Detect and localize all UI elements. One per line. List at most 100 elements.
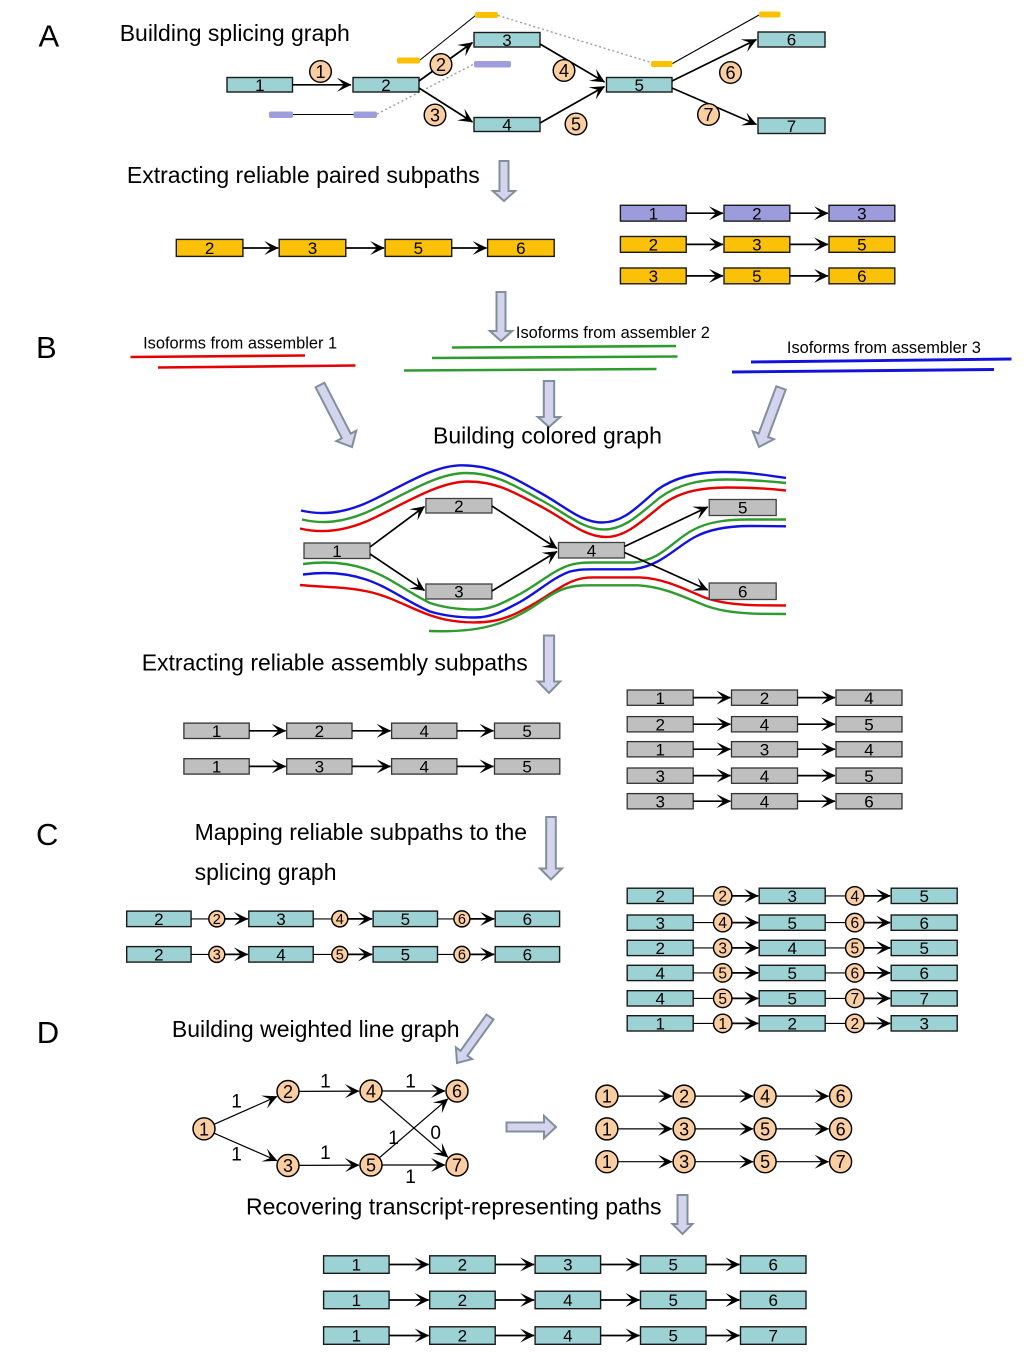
svg-text:5: 5 (752, 267, 761, 286)
svg-text:6: 6 (523, 910, 532, 929)
svg-text:Building weighted line graph: Building weighted line graph (172, 1016, 460, 1042)
svg-text:1: 1 (352, 1256, 361, 1275)
svg-text:1: 1 (255, 76, 264, 95)
svg-text:4: 4 (787, 939, 796, 958)
svg-text:1: 1 (718, 1016, 727, 1033)
svg-text:5: 5 (634, 76, 643, 95)
svg-text:3: 3 (454, 583, 463, 602)
svg-text:5: 5 (522, 722, 531, 741)
svg-text:7: 7 (836, 1152, 846, 1172)
svg-text:5: 5 (668, 1291, 677, 1310)
svg-text:6: 6 (458, 912, 466, 928)
svg-text:7: 7 (452, 1156, 462, 1176)
svg-text:3: 3 (315, 758, 324, 777)
svg-text:5: 5 (668, 1327, 677, 1346)
svg-text:6: 6 (516, 239, 525, 258)
svg-text:6: 6 (857, 267, 866, 286)
svg-text:1: 1 (332, 542, 341, 561)
svg-text:4: 4 (864, 689, 873, 708)
svg-text:1: 1 (352, 1291, 361, 1310)
svg-text:5: 5 (760, 1152, 770, 1172)
svg-text:Isoforms from assembler 3: Isoforms from assembler 3 (787, 339, 981, 357)
svg-text:1: 1 (405, 1071, 416, 1092)
svg-text:7: 7 (919, 990, 928, 1009)
svg-text:6: 6 (850, 915, 859, 932)
svg-text:1: 1 (655, 689, 664, 708)
svg-text:4: 4 (419, 758, 428, 777)
svg-text:4: 4 (864, 740, 873, 759)
svg-text:5: 5 (738, 499, 747, 518)
svg-text:2: 2 (718, 888, 727, 905)
svg-text:2: 2 (458, 1256, 467, 1275)
svg-text:2: 2 (458, 1327, 467, 1346)
svg-text:5: 5 (401, 946, 410, 965)
svg-text:4: 4 (655, 990, 664, 1009)
svg-text:1: 1 (315, 62, 325, 82)
svg-text:6: 6 (864, 792, 873, 811)
svg-text:3: 3 (655, 914, 664, 933)
svg-text:D: D (37, 1015, 59, 1050)
svg-text:3: 3 (502, 31, 511, 50)
svg-text:2: 2 (850, 1016, 859, 1033)
svg-text:3: 3 (213, 948, 221, 964)
svg-text:2: 2 (760, 689, 769, 708)
svg-text:5: 5 (571, 115, 581, 135)
svg-text:C: C (36, 817, 58, 852)
svg-text:5: 5 (864, 767, 873, 786)
svg-text:1: 1 (649, 204, 658, 223)
svg-text:4: 4 (559, 61, 569, 81)
svg-text:1: 1 (320, 1143, 331, 1164)
svg-text:3: 3 (649, 267, 658, 286)
svg-text:6: 6 (787, 31, 796, 50)
svg-text:2: 2 (787, 1015, 796, 1034)
svg-text:5: 5 (864, 715, 873, 734)
svg-text:5: 5 (401, 910, 410, 929)
svg-text:3: 3 (308, 239, 317, 258)
svg-text:4: 4 (760, 767, 769, 786)
svg-text:6: 6 (458, 948, 466, 964)
svg-text:Building splicing graph: Building splicing graph (120, 20, 350, 46)
svg-text:3: 3 (655, 792, 664, 811)
svg-text:7: 7 (703, 105, 713, 125)
svg-text:6: 6 (850, 966, 859, 983)
svg-text:1: 1 (405, 1167, 416, 1188)
svg-text:4: 4 (563, 1327, 572, 1346)
svg-text:7: 7 (787, 117, 796, 136)
svg-text:4: 4 (760, 1087, 770, 1107)
svg-text:6: 6 (919, 964, 928, 983)
svg-text:4: 4 (760, 792, 769, 811)
svg-text:5: 5 (718, 991, 727, 1008)
svg-text:splicing graph: splicing graph (195, 859, 337, 885)
svg-text:1: 1 (602, 1119, 612, 1139)
svg-text:5: 5 (857, 236, 866, 255)
svg-text:5: 5 (787, 990, 796, 1009)
svg-text:6: 6 (836, 1119, 846, 1139)
svg-text:Extracting reliable assembly s: Extracting reliable assembly subpaths (142, 650, 528, 676)
svg-text:Mapping reliable subpaths to t: Mapping reliable subpaths to the (195, 819, 527, 845)
svg-text:Isoforms from assembler 1: Isoforms from assembler 1 (143, 335, 337, 353)
svg-text:6: 6 (523, 946, 532, 965)
svg-text:3: 3 (718, 941, 727, 958)
svg-text:1: 1 (602, 1087, 612, 1107)
svg-text:6: 6 (836, 1087, 846, 1107)
svg-text:2: 2 (454, 497, 463, 516)
svg-text:7: 7 (768, 1327, 777, 1346)
svg-text:4: 4 (718, 915, 727, 932)
svg-text:2: 2 (154, 910, 163, 929)
svg-text:3: 3 (430, 106, 440, 126)
svg-text:2: 2 (213, 912, 221, 928)
svg-text:3: 3 (752, 236, 761, 255)
svg-text:1: 1 (655, 740, 664, 759)
svg-text:7: 7 (850, 991, 859, 1008)
svg-text:1: 1 (655, 1015, 664, 1034)
svg-text:5: 5 (718, 966, 727, 983)
svg-text:Extracting reliable paired sub: Extracting reliable paired subpaths (127, 162, 480, 188)
svg-text:1: 1 (231, 1092, 242, 1113)
svg-text:3: 3 (283, 1156, 293, 1176)
svg-text:5: 5 (522, 758, 531, 777)
svg-text:3: 3 (679, 1119, 689, 1139)
svg-text:3: 3 (787, 887, 796, 906)
svg-text:4: 4 (587, 541, 596, 560)
svg-text:1: 1 (231, 1144, 242, 1165)
svg-text:1: 1 (212, 758, 221, 777)
